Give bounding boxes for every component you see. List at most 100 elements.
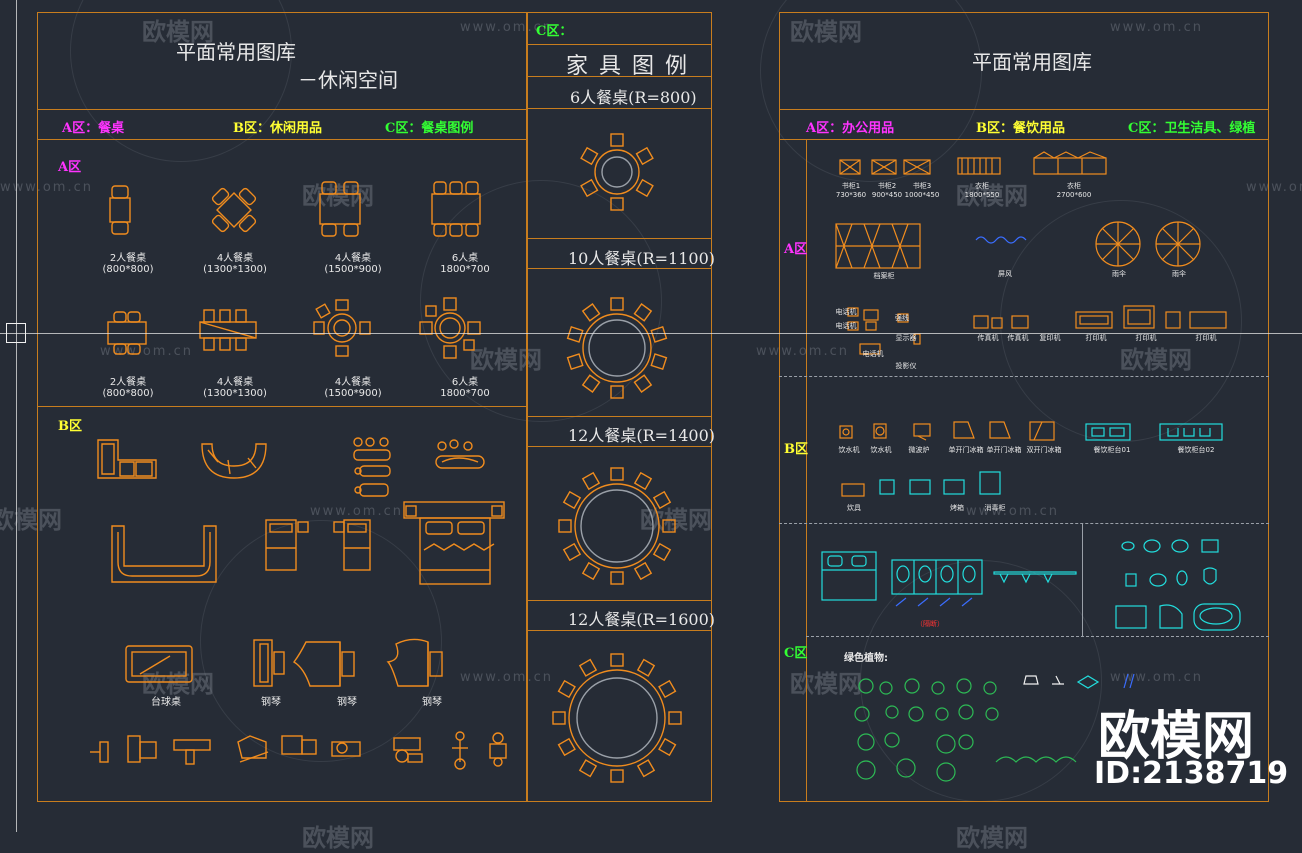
zone-header-c: C区：餐桌图例 bbox=[385, 121, 474, 136]
zone-c-label: C区： bbox=[536, 24, 573, 39]
sanitary-and-plants bbox=[821, 539, 1241, 782]
fridge-icon bbox=[953, 421, 1055, 441]
divider bbox=[527, 600, 712, 601]
table-10p-label: 10人餐桌(R=1100) bbox=[568, 249, 716, 268]
dashed-divider bbox=[779, 376, 1269, 377]
projector-label: 投影仪 bbox=[895, 362, 917, 370]
divider bbox=[527, 108, 712, 109]
phone-label: 电话机 bbox=[835, 308, 857, 316]
watermark-text: 欧模网 bbox=[1120, 346, 1192, 374]
watermark-text: 欧模网 bbox=[790, 18, 862, 46]
sofa-u-icon bbox=[111, 525, 217, 583]
watermark-text: 欧模网 bbox=[142, 18, 214, 46]
brand-logo-text: 欧模网 bbox=[1098, 707, 1255, 767]
appliance-label: 饮水机 bbox=[870, 446, 892, 454]
watermark-text: 欧模网 bbox=[0, 506, 62, 534]
zone-header-b: B区：餐饮用品 bbox=[976, 121, 1065, 136]
appliance-label: 烤箱 bbox=[950, 504, 964, 512]
screen-label: 屏风 bbox=[998, 270, 1012, 278]
dining-counter-icon bbox=[1085, 423, 1223, 441]
fax-label: 传真机 bbox=[977, 334, 999, 342]
water-dispenser-icon bbox=[839, 423, 887, 439]
appliance-label: 餐饮柜台01 bbox=[1093, 446, 1131, 454]
piano-label: 钢琴 bbox=[337, 697, 357, 708]
table-round-6p-icon bbox=[419, 297, 481, 359]
watermark-url: www.om.cn bbox=[100, 344, 193, 359]
green-plants-label: 绿色植物: bbox=[844, 653, 888, 664]
table-round-5p-icon bbox=[313, 299, 371, 357]
divider bbox=[527, 416, 712, 417]
appliance-label: 餐饮柜台02 bbox=[1177, 446, 1215, 454]
furniture-legend-title: 家 具 图 例 bbox=[566, 54, 689, 79]
dining-tables-row2 bbox=[107, 297, 481, 359]
dashed-divider bbox=[779, 523, 1269, 524]
divider bbox=[527, 44, 712, 45]
watermark-text: 欧模网 bbox=[142, 670, 214, 698]
watermark-url: www.om.cn bbox=[460, 20, 553, 35]
printer-label: 打印机 bbox=[1135, 334, 1157, 342]
wardrobe-icon bbox=[957, 151, 1107, 175]
sink-counter-icon bbox=[821, 551, 877, 601]
phone-label: 电话机 bbox=[862, 350, 884, 358]
divider bbox=[527, 268, 712, 269]
file-cabinet-icon bbox=[835, 223, 921, 269]
divider bbox=[37, 139, 527, 140]
watermark-text: 欧模网 bbox=[790, 670, 862, 698]
table-label: 4人餐桌(1300*1300) bbox=[203, 377, 267, 399]
watermark-text: 欧模网 bbox=[302, 182, 374, 210]
right-title: 平面常用图库 bbox=[972, 50, 1092, 74]
table-label: 2人餐桌(800*800) bbox=[102, 253, 154, 275]
decor-icon bbox=[1076, 675, 1100, 689]
toilet-row-icon bbox=[891, 559, 1077, 595]
divider bbox=[37, 406, 527, 407]
file-cabinet-label: 档案柜 bbox=[873, 272, 895, 280]
ground-label: 强线 bbox=[895, 314, 909, 322]
partition-icon bbox=[895, 597, 973, 607]
watermark-url: www.om.cn bbox=[310, 504, 403, 519]
appliance-label: 饮水机 bbox=[838, 446, 860, 454]
divider bbox=[527, 630, 712, 631]
middle-column-frame bbox=[527, 12, 712, 802]
watermark-url: www.om.cn bbox=[1110, 670, 1203, 685]
piano-label: 钢琴 bbox=[422, 697, 442, 708]
crosshair-vertical bbox=[16, 0, 17, 832]
lamp-icon bbox=[1023, 675, 1064, 685]
lounge-chair-icon bbox=[435, 439, 485, 469]
printer-label: 打印机 bbox=[1085, 334, 1107, 342]
zone-c-label: C区 bbox=[784, 646, 808, 661]
divider bbox=[1082, 523, 1083, 636]
bar-stools-icon bbox=[353, 437, 391, 497]
grand-piano-2-icon bbox=[386, 638, 443, 687]
watermark-text: 欧模网 bbox=[956, 824, 1028, 852]
piano-label: 钢琴 bbox=[261, 697, 281, 708]
round-table-12-icon bbox=[558, 467, 676, 585]
crosshair-horizontal bbox=[0, 333, 1302, 334]
pool-table-label: 台球桌 bbox=[151, 697, 181, 708]
sofa-l-icon bbox=[97, 439, 157, 479]
crosshair-pickbox[interactable] bbox=[6, 323, 26, 343]
appliance-label: 微波炉 bbox=[908, 446, 930, 454]
appliance-label: 炊具 bbox=[847, 504, 861, 512]
round-table-12-large-icon bbox=[552, 653, 682, 783]
printer-icon bbox=[1075, 305, 1227, 329]
leisure-furniture bbox=[90, 437, 507, 770]
zone-header-c: C区：卫生洁具、绿植 bbox=[1128, 121, 1256, 136]
left-sheet-frame bbox=[37, 12, 527, 802]
table-4p-round-icon bbox=[211, 187, 257, 233]
zone-header-a: A区：办公用品 bbox=[806, 121, 895, 136]
umbrella-icon bbox=[1095, 221, 1201, 267]
table-12p-label: 12人餐桌(R=1400) bbox=[568, 426, 716, 445]
oven-icon bbox=[879, 471, 1001, 495]
printer-label: 打印机 bbox=[1195, 334, 1217, 342]
watermark-url: www.om.cn bbox=[1246, 180, 1302, 195]
pool-table-icon bbox=[125, 645, 193, 683]
copier-label: 复印机 bbox=[1039, 334, 1061, 342]
table-4p-detailed-icon bbox=[199, 309, 257, 351]
dining-tables-row1 bbox=[109, 181, 481, 237]
microwave-icon bbox=[913, 423, 931, 441]
